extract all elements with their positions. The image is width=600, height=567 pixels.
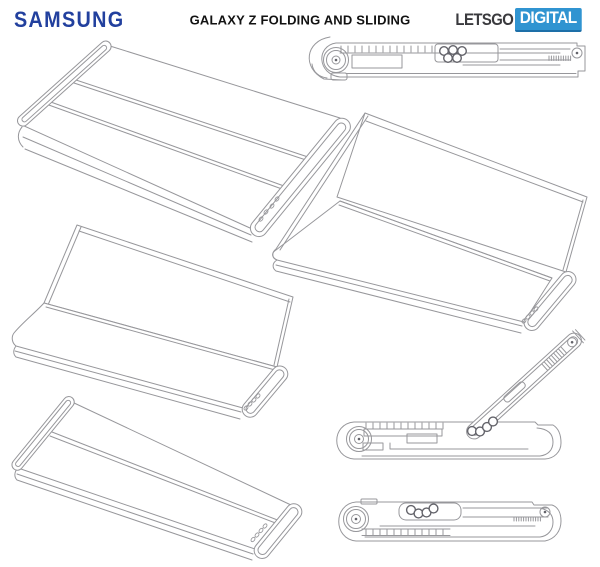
hinge-tab [330,72,348,81]
panel-left-inner [47,226,82,306]
arm-end-bracket [572,329,586,344]
right-end-cap [249,117,351,238]
board-rect-2 [406,433,438,444]
display-seam-lines-2 [45,100,285,190]
raised-arm [466,329,586,440]
base-floor-line [389,442,529,450]
rack-rails [361,528,451,536]
inner-right-curve [364,507,554,538]
inner-wrap-curve [311,63,328,79]
figure-closed-device-perspective [16,40,351,243]
left-silhouette-inner [279,115,369,251]
letsgodigital-logo: LETSGO DIGITAL [449,8,586,32]
front-edge-strip [272,259,523,334]
rack-hatch [548,55,572,61]
fold-seam-lines [338,200,553,282]
panel-right-inner [273,298,290,366]
top-tab [360,498,378,505]
hinge-roller [343,506,369,532]
roller-housing [434,43,499,63]
board-rect-1 [363,428,443,437]
arm-pivot-circle [567,337,578,348]
left-end-cap [11,396,75,471]
slide-rails [379,507,549,527]
port-holes [243,393,261,411]
figure-closed-device-side-section [308,36,586,81]
figure-flat-device-perspective [11,396,303,561]
screen-bezel-line [78,230,291,303]
figure-half-open-device-perspective [272,112,588,334]
front-edge-strip [17,126,253,243]
right-end-cap [250,503,303,559]
display-seam-lines-1 [70,78,309,161]
roller-housing [398,502,462,521]
fold-seam-lines [45,306,276,371]
hinge-roller [346,426,372,452]
hinge-roller [323,47,349,73]
ball-rollers [439,45,468,64]
port-holes [250,523,268,543]
ball-rollers [405,503,439,519]
figure-flat-device-side-section [338,498,562,542]
base-outline [336,421,562,460]
left-end-cap [16,40,112,127]
page-title: GALAXY Z FOLDING AND SLIDING [189,12,411,28]
rack-teeth [365,422,444,430]
base-inner-line [361,427,554,457]
rack-hatch [513,516,541,522]
pivot-circle [539,506,551,518]
letsgo-wordmark: LETSGO [455,10,514,29]
rack-teeth [365,529,444,536]
board-rect-3 [362,442,384,451]
end-cap [241,365,289,418]
image-header: SAMSUNG GALAXY Z FOLDING AND SLIDING LET… [0,0,600,40]
end-cap [521,271,577,331]
figure-half-open-device-side-section [336,329,586,460]
screen-bezel-line [365,120,584,203]
left-silhouette [272,112,366,261]
front-edge-strip [13,345,242,420]
panel-edge-inner [562,199,584,271]
samsung-logo: SAMSUNG [14,7,125,32]
pivot-circle [571,47,583,59]
port-holes [521,306,539,324]
arm-hatch [541,346,567,371]
display-wrap-curve [308,36,343,81]
board-rect [351,54,403,69]
display-seam-lines [49,431,281,525]
figure-tent-device-perspective [11,224,294,420]
ball-rollers [466,416,499,437]
port-holes [258,196,280,222]
digital-badge: DIGITAL [515,8,582,32]
